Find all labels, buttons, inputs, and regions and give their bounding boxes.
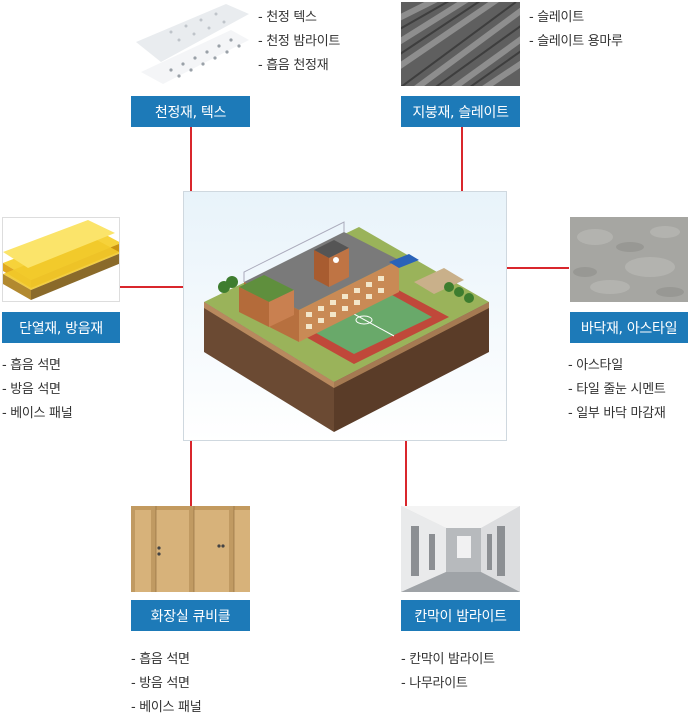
label-roof: 지붕재, 슬레이트 [401,96,520,127]
list-item: 천정 밤라이트 [258,30,340,54]
floor-tile-image [570,217,688,302]
list-item: 일부 바닥 마감재 [568,402,666,426]
list-floor: 아스타일 타일 줄눈 시멘트 일부 바닥 마감재 [568,354,666,426]
label-partition: 칸막이 밤라이트 [401,600,520,631]
list-item: 천정 텍스 [258,6,340,30]
label-floor: 바닥재, 아스타일 [570,312,688,343]
list-item: 슬레이트 용마루 [529,30,623,54]
list-toilet-cubicle: 흡음 석면 방음 석면 베이스 패널 [131,648,201,720]
list-insulation: 흡음 석면 방음 석면 베이스 패널 [2,354,72,426]
toilet-cubicle-image [131,506,250,592]
list-item: 흡음 천정재 [258,54,340,78]
list-item: 흡음 석면 [131,648,201,672]
list-roof: 슬레이트 슬레이트 용마루 [529,6,623,54]
list-item: 흡음 석면 [2,354,72,378]
list-item: 방음 석면 [131,672,201,696]
list-item: 나무라이트 [401,672,495,696]
list-item: 타일 줄눈 시멘트 [568,378,666,402]
label-toilet-cubicle: 화장실 큐비클 [131,600,250,631]
list-item: 베이스 패널 [131,696,201,720]
list-item: 슬레이트 [529,6,623,30]
school-illustration [183,191,507,441]
list-partition: 칸막이 밤라이트 나무라이트 [401,648,495,696]
list-item: 베이스 패널 [2,402,72,426]
list-item: 방음 석면 [2,378,72,402]
partition-hallway-image [401,506,520,592]
list-item: 아스타일 [568,354,666,378]
label-insulation: 단열재, 방음재 [2,312,120,343]
list-ceiling: 천정 텍스 천정 밤라이트 흡음 천정재 [258,6,340,78]
ceiling-texture-image [131,2,250,86]
insulation-image [2,217,120,302]
slate-roof-image [401,2,520,86]
label-ceiling: 천정재, 텍스 [131,96,250,127]
list-item: 칸막이 밤라이트 [401,648,495,672]
